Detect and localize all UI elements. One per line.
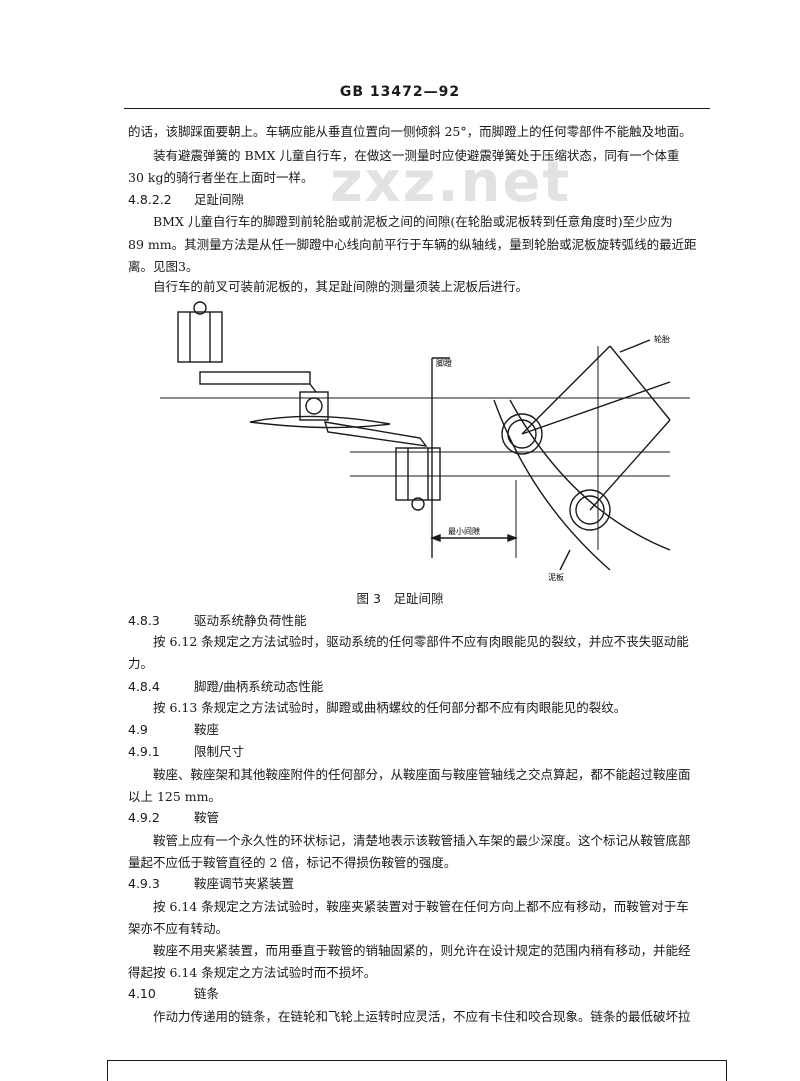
section-title: 限制尺寸 [194, 744, 245, 759]
label-min-gap: 最小间隙 [448, 526, 480, 536]
paragraph: 以上 125 mm。 [128, 789, 222, 804]
label-pedal: 脚蹬 [436, 358, 452, 368]
paragraph: 装有避震弹簧的 BMX 儿童自行车，在做这一测量时应使避震弹簧处于压缩状态，同有… [153, 148, 680, 163]
lower-crank [324, 421, 428, 447]
paragraph: 按 6.12 条规定之方法试验时，驱动系统的任何零部件不应有肉眼能见的裂纹，并应… [153, 634, 689, 649]
page-footer-box [107, 1060, 727, 1081]
section-heading: 4.10 链条 [128, 983, 219, 1005]
lower-pedal-body [395, 447, 441, 501]
upper-pedal-body [177, 311, 223, 363]
paragraph: 鞍座不用夹紧装置，而用垂直于鞍管的销轴固紧的，则允许在设计规定的范围内稍有移动，… [153, 943, 691, 958]
label-fender: 泥板 [548, 572, 564, 582]
figure-caption: 图 3 足趾间隙 [356, 591, 444, 606]
section-title: 足趾间隙 [194, 192, 245, 207]
wheel-position-1 [501, 413, 543, 455]
paragraph: 得起按 6.14 条规定之方法试验时而不损坏。 [128, 965, 377, 980]
section-number: 4.9.1 [128, 744, 160, 759]
paragraph: 自行车的前叉可装前泥板的，其足趾间隙的测量须装上泥板后进行。 [153, 279, 529, 294]
section-title: 鞍座调节夹紧装置 [194, 876, 295, 891]
wheel-position-2 [569, 489, 611, 531]
section-number: 4.8.4 [128, 679, 160, 694]
upper-crank [199, 371, 311, 385]
section-title: 链条 [194, 986, 220, 1001]
section-heading: 4.9.3 鞍座调节夹紧装置 [128, 873, 294, 895]
section-title: 驱动系统静负荷性能 [194, 613, 307, 628]
paragraph: 量起不应低于鞍管直径的 2 倍，标记不得损伤鞍管的强度。 [128, 855, 457, 870]
toe-clearance-figure: 轮胎 脚蹬 最小间隙 泥板 [160, 301, 690, 582]
bottom-bracket [299, 391, 329, 421]
paragraph: 的话，该脚踩面要朝上。车辆应能从垂直位置向一侧倾斜 25°，而脚蹬上的任何零部件… [128, 124, 692, 139]
header-rule [124, 108, 710, 109]
tire-arc [493, 399, 611, 571]
chainring [249, 415, 391, 429]
watermark: zxz.net [330, 150, 572, 215]
paragraph: 作动力传递用的链条，在链轮和飞轮上运转时应灵活，不应有卡住和咬合现象。链条的最低… [153, 1009, 691, 1024]
section-title: 鞍管 [194, 810, 220, 825]
paragraph: 按 6.14 条规定之方法试验时，鞍座夹紧装置对于鞍管在任何方向上都不应有移动，… [153, 899, 689, 914]
section-heading: 4.9.1 限制尺寸 [128, 741, 244, 763]
paragraph: 鞍管上应有一个永久性的环状标记，清楚地表示该鞍管插入车架的最少深度。这个标记从鞍… [153, 833, 691, 848]
section-number: 4.8.2.2 [128, 192, 172, 207]
paragraph: BMX 儿童自行车的脚蹬到前轮胎或前泥板之间的间隙(在轮胎或泥板转到任意角度时)… [153, 214, 673, 229]
paragraph: 架亦不应有转动。 [128, 921, 229, 936]
paragraph: 按 6.13 条规定之方法试验时，脚蹬或曲柄螺纹的任何部分都不应有肉眼能见的裂纹… [153, 700, 627, 715]
section-heading: 4.8.2.2 足趾间隙 [128, 189, 244, 211]
section-number: 4.9 [128, 722, 148, 737]
section-number: 4.8.3 [128, 613, 160, 628]
section-heading: 4.8.3 驱动系统静负荷性能 [128, 610, 307, 632]
label-tire: 轮胎 [654, 334, 670, 344]
section-number: 4.9.3 [128, 876, 160, 891]
paragraph: 力。 [128, 656, 154, 671]
paragraph: 离。见图3。 [128, 259, 199, 274]
paragraph: 鞍座、鞍座架和其他鞍座附件的任何部分，从鞍座面与鞍座管轴线之交点算起，都不能超过… [153, 767, 691, 782]
page-header: GB 13472—92 [339, 84, 461, 100]
section-heading: 4.9.2 鞍管 [128, 807, 219, 829]
section-heading: 4.9 鞍座 [128, 719, 219, 741]
paragraph: 30 kg的骑行者坐在上面时一样。 [128, 170, 314, 185]
section-number: 4.9.2 [128, 810, 160, 825]
section-title: 鞍座 [194, 722, 220, 737]
paragraph: 89 mm。其测量方法是从任一脚蹬中心线向前平行于车辆的纵轴线，量到轮胎或泥板旋… [128, 237, 697, 252]
section-title: 脚蹬/曲柄系统动态性能 [194, 679, 324, 694]
section-heading: 4.8.4 脚蹬/曲柄系统动态性能 [128, 676, 323, 698]
section-number: 4.10 [128, 986, 156, 1001]
